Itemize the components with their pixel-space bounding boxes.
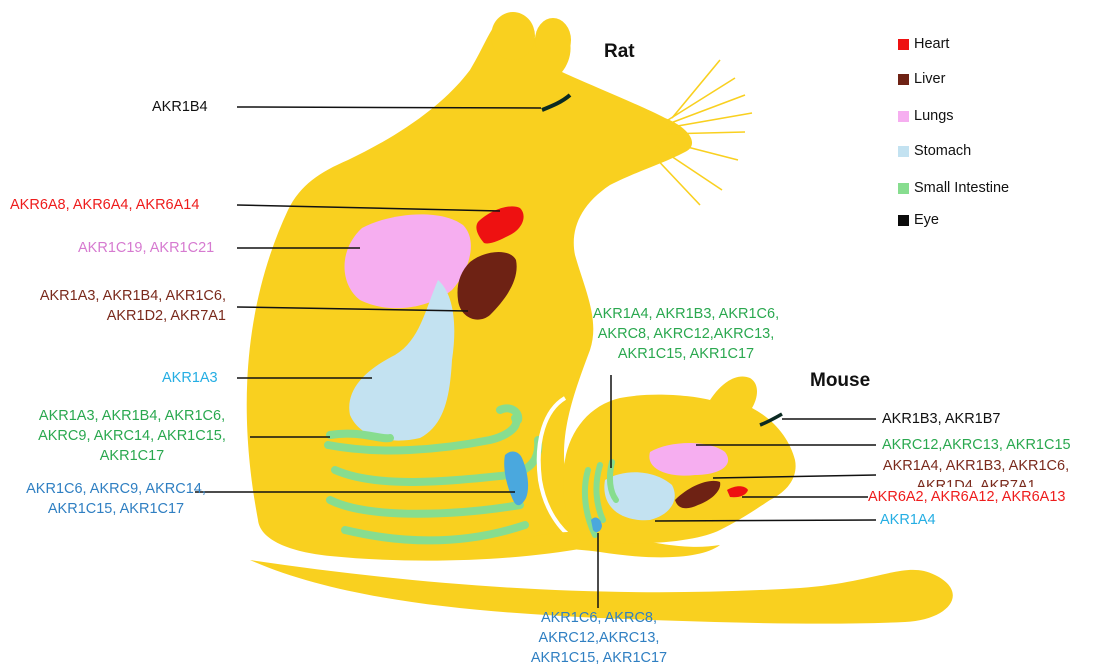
mouse-liver-label-line: AKR1A4, AKR1B3, AKR1C6, [876,456,1076,476]
mouse-blue-organ-label: AKR1C6, AKRC8, AKRC12,AKRC13, AKR1C15, A… [514,608,684,668]
legend-item-heart: Heart [898,34,949,54]
legend-item-lungs: Lungs [898,106,954,126]
legend-label: Eye [914,212,939,228]
rat-eye-label: AKR1B4 [152,97,208,117]
mouse-blue-organ-label-line: AKR1C15, AKR1C17 [514,648,684,668]
lungs-swatch [898,111,909,122]
legend-label: Stomach [914,143,971,159]
stomach-swatch [898,146,909,157]
rat-liver-label-line: AKR1D2, AKR7A1 [40,306,226,326]
legend-item-small-intestine: Small Intestine [898,178,1009,198]
mouse-intestine-label-line: AKRC8, AKRC12,AKRC13, [576,324,796,344]
legend-item-eye: Eye [898,210,939,230]
rat-blue-organ-label-line: AKR1C15, AKR1C17 [16,499,216,519]
rat-lungs-label: AKR1C19, AKR1C21 [78,238,214,258]
rat-liver-label-line: AKR1A3, AKR1B4, AKR1C6, [40,286,226,306]
legend-item-stomach: Stomach [898,141,971,161]
rat-blue-organ-label-line: AKR1C6, AKRC9, AKRC14, [16,479,216,499]
mouse-stomach-label: AKR1A4 [880,510,936,530]
mouse-blue-organ-label-line: AKR1C6, AKRC8, [514,608,684,628]
rat-liver-label: AKR1A3, AKR1B4, AKR1C6, AKR1D2, AKR7A1 [40,286,226,326]
legend-label: Heart [914,36,949,52]
rat-blue-organ-label: AKR1C6, AKRC9, AKRC14, AKR1C15, AKR1C17 [16,479,216,519]
mouse-lungs-label: AKRC12,AKRC13, AKR1C15 [882,435,1071,455]
rat-intestine-label: AKR1A3, AKR1B4, AKR1C6, AKRC9, AKRC14, A… [22,406,242,466]
rat-stomach-label: AKR1A3 [162,368,218,388]
rat-title: Rat [604,41,635,63]
legend-label: Small Intestine [914,180,1009,196]
small-intestine-swatch [898,183,909,194]
rat-intestine-label-line: AKRC9, AKRC14, AKR1C15, [22,426,242,446]
legend-label: Lungs [914,108,954,124]
liver-swatch [898,74,909,85]
rat-ear-back [491,12,535,60]
eye-swatch [898,215,909,226]
rat-heart-label: AKR6A8, AKR6A4, AKR6A14 [10,195,199,215]
legend-item-liver: Liver [898,69,945,89]
mouse-eye-label: AKR1B3, AKR1B7 [882,409,1001,429]
rat-intestine-label-line: AKR1C17 [22,446,242,466]
rat-intestine-label-line: AKR1A3, AKR1B4, AKR1C6, [22,406,242,426]
leader-mouse-stomach [655,520,876,521]
heart-swatch [898,39,909,50]
mouse-lungs [649,443,728,476]
mouse-intestine-label-line: AKR1C15, AKR1C17 [576,344,796,364]
mouse-intestine-label-line: AKR1A4, AKR1B3, AKR1C6, [576,304,796,324]
legend-label: Liver [914,71,945,87]
mouse-heart-label: AKR6A2, AKR6A12, AKR6A13 [868,487,1066,507]
mouse-title: Mouse [810,370,870,392]
leader-rat-eye [237,107,541,108]
mouse-blue-organ-label-line: AKRC12,AKRC13, [514,628,684,648]
mouse-intestine-label: AKR1A4, AKR1B3, AKR1C6, AKRC8, AKRC12,AK… [576,304,796,364]
rat-ear-front [535,18,571,62]
